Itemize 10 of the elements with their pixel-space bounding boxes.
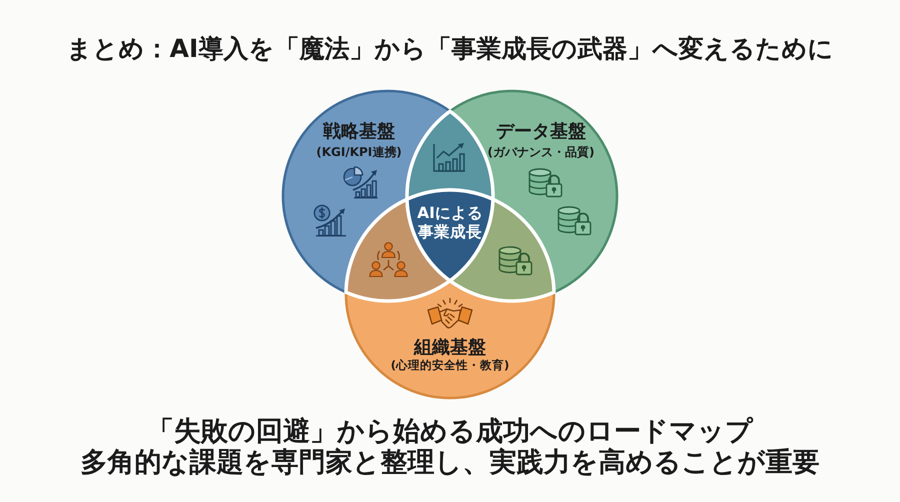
circle-heading: データ基盤 — [496, 121, 586, 143]
circle-heading: 戦略基盤 — [323, 121, 395, 143]
circle-subtitle: (ガバナンス・品質) — [488, 144, 594, 160]
circle-heading: 組織基盤 — [414, 337, 486, 359]
title: まとめ：AI導入を「魔法」から「事業成長の武器」へ変えるために — [66, 34, 834, 64]
circle-subtitle: (心理的安全性・教育) — [390, 359, 510, 373]
circle-subtitle: (KGI/KPI連携) — [316, 144, 402, 160]
subheading: 「失敗の回避」から始める成功へのロードマップ — [147, 416, 753, 448]
summary-text: 多角的な課題を専門家と整理し、実践力を高めることが重要 — [80, 446, 820, 480]
center-label: AIによる事業成長 — [416, 204, 484, 242]
